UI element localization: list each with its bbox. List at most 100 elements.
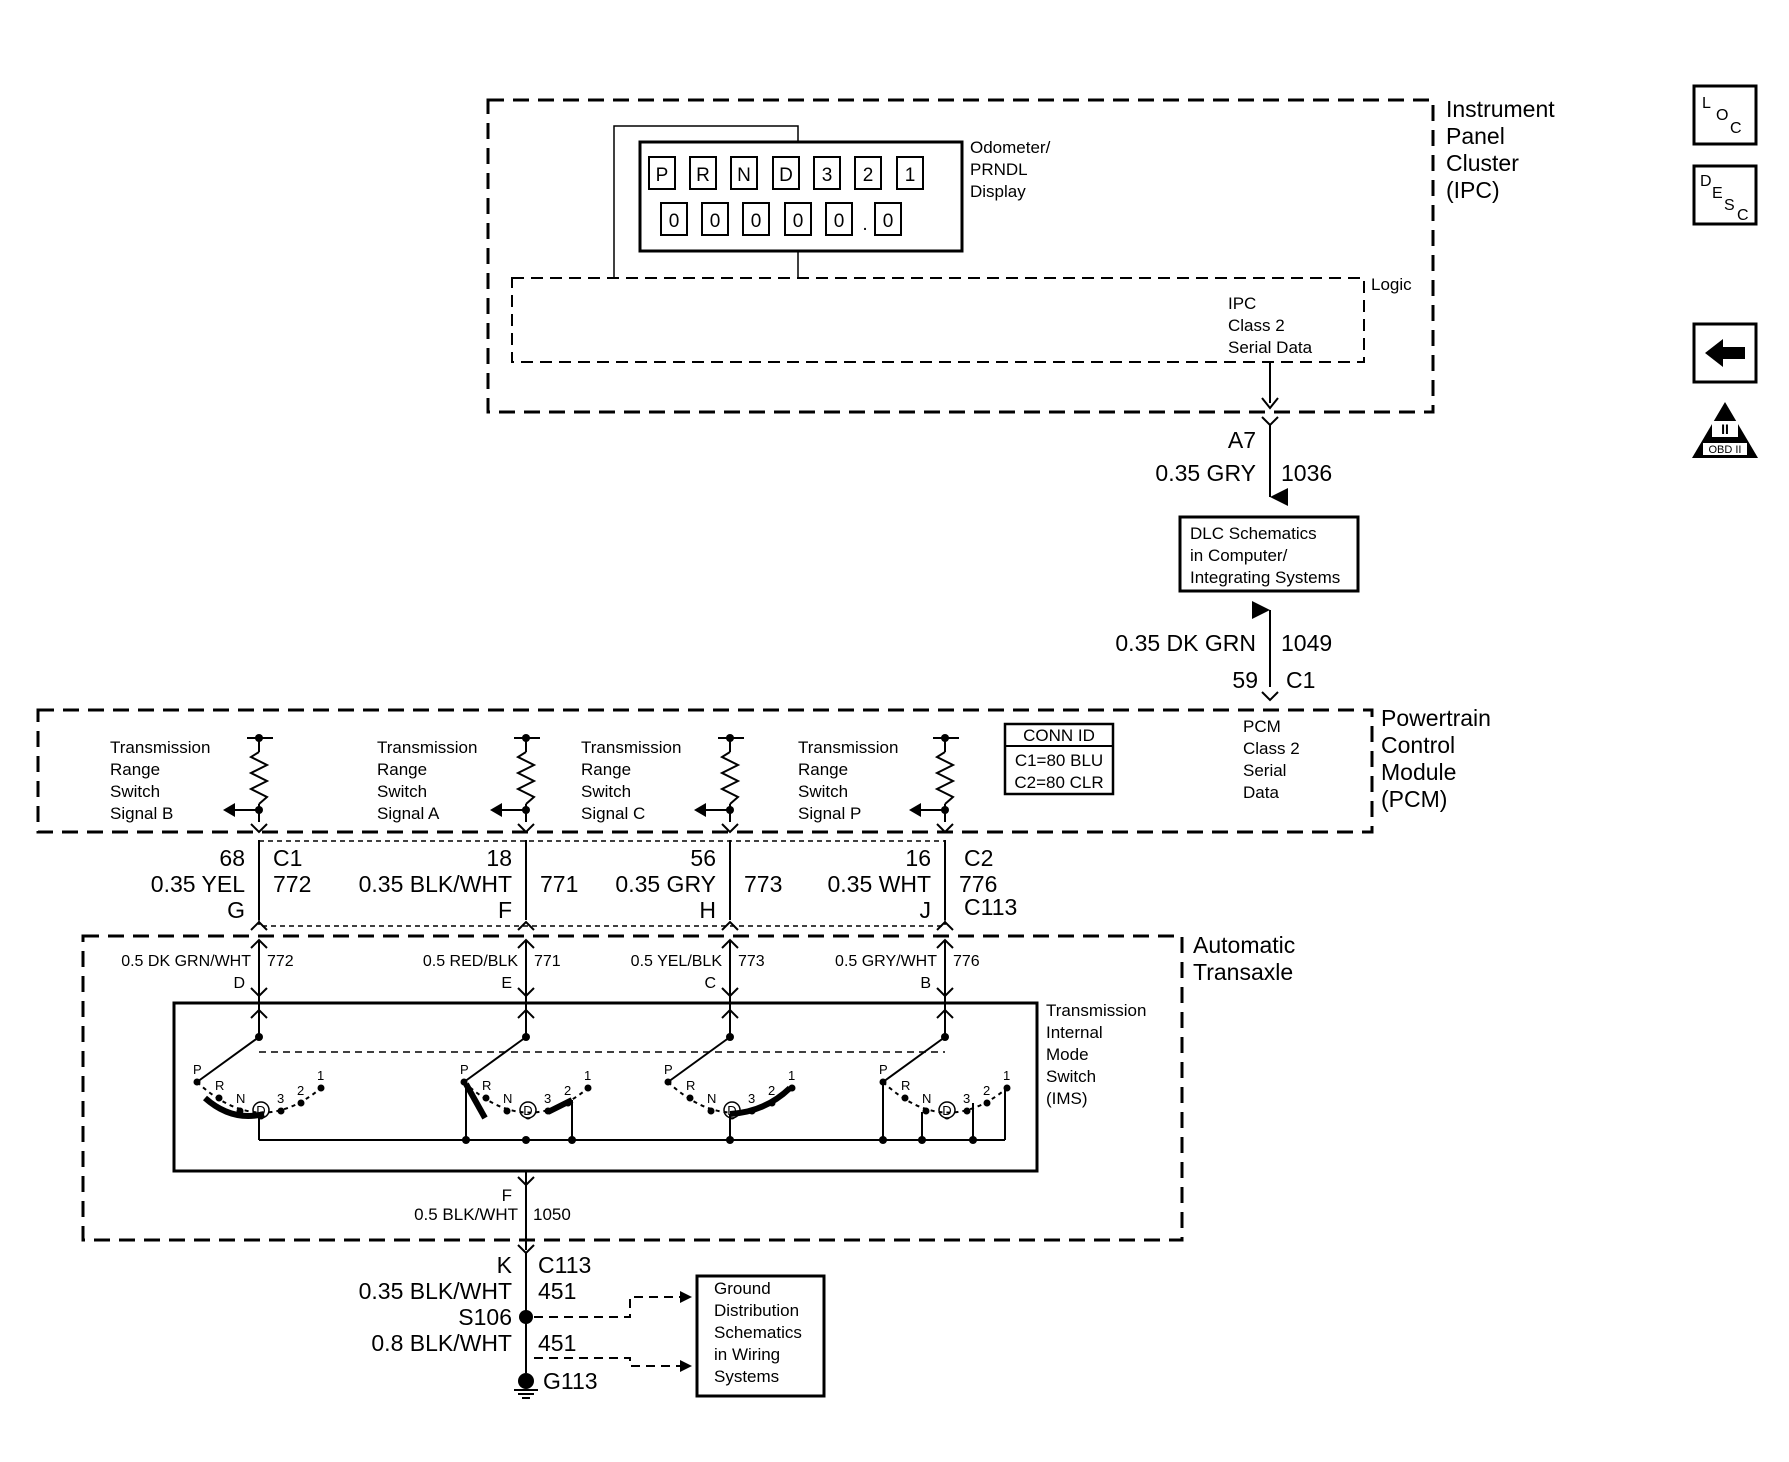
svg-text:Serial Data: Serial Data <box>1228 338 1313 357</box>
ims-ground-circuit: 1050 <box>533 1205 571 1224</box>
svg-text:Range: Range <box>377 760 427 779</box>
pcm-label: Powertrain Control Module (PCM) <box>1381 705 1491 812</box>
svg-text:Display: Display <box>970 182 1026 201</box>
svg-text:Mode: Mode <box>1046 1045 1089 1064</box>
prndl-cell: R <box>689 156 717 190</box>
ground-circuit-1: 451 <box>538 1278 576 1304</box>
svg-text:D: D <box>1700 173 1712 190</box>
svg-text:771: 771 <box>534 953 561 970</box>
prndl-letter: N <box>737 165 751 186</box>
svg-text:Switch: Switch <box>581 782 631 801</box>
svg-text:0.5 GRY/WHT: 0.5 GRY/WHT <box>835 953 937 970</box>
odometer-digit: 0 <box>874 202 902 236</box>
svg-text:C1=80 BLU: C1=80 BLU <box>1015 751 1103 770</box>
svg-text:68: 68 <box>219 845 245 871</box>
svg-text:OBD II: OBD II <box>1708 444 1741 456</box>
odometer-digit: 0 <box>660 202 688 236</box>
dlc-schematics-box[interactable]: DLC Schematics in Computer/ Integrating … <box>1178 515 1360 593</box>
pcm-serial-wire: 0.35 DK GRN 1049 59 C1 <box>1115 601 1332 702</box>
prndl-letter: 3 <box>822 165 833 186</box>
svg-text:1: 1 <box>317 1068 324 1083</box>
svg-text:0.35 YEL: 0.35 YEL <box>151 871 245 897</box>
svg-text:P: P <box>193 1062 202 1077</box>
loc-icon[interactable]: L O C <box>1692 84 1758 146</box>
svg-text:S: S <box>1724 197 1735 214</box>
svg-text:R: R <box>901 1078 910 1093</box>
svg-text:N: N <box>236 1091 245 1106</box>
svg-text:0.5 RED/BLK: 0.5 RED/BLK <box>423 953 518 970</box>
svg-text:18: 18 <box>486 845 512 871</box>
back-arrow-icon[interactable] <box>1692 322 1758 384</box>
svg-text:Signal P: Signal P <box>798 804 861 823</box>
pcm-circuit: 1049 <box>1281 630 1332 656</box>
svg-text:C: C <box>1737 207 1749 224</box>
ground-distribution-box[interactable]: Ground Distribution Schematics in Wiring… <box>695 1274 826 1398</box>
ground-g113: G113 <box>543 1368 598 1394</box>
automatic-transaxle: Automatic Transaxle Transmission Interna… <box>81 932 1295 1250</box>
ipc-pin-a7: A7 <box>1228 427 1256 453</box>
svg-text:Schematics: Schematics <box>714 1323 802 1342</box>
svg-text:in Wiring: in Wiring <box>714 1345 780 1364</box>
ims-ground-wire: 0.5 BLK/WHT <box>414 1205 518 1224</box>
prndl-letter: 2 <box>863 165 874 186</box>
logic-label: Logic <box>1371 275 1412 294</box>
svg-text:(IMS): (IMS) <box>1046 1089 1088 1108</box>
svg-text:16: 16 <box>905 845 931 871</box>
svg-text:773: 773 <box>738 953 765 970</box>
svg-text:2: 2 <box>768 1083 775 1098</box>
odometer-digit: 0 <box>784 202 812 236</box>
svg-text:0: 0 <box>834 211 845 232</box>
svg-text:Transmission: Transmission <box>581 738 681 757</box>
desc-icon[interactable]: D E S C <box>1692 164 1758 226</box>
svg-text:F: F <box>498 897 512 923</box>
svg-text:0: 0 <box>710 211 721 232</box>
svg-text:J: J <box>920 897 932 923</box>
prndl-letter: D <box>779 165 793 186</box>
svg-text:E: E <box>501 975 512 992</box>
svg-text:1: 1 <box>1003 1068 1010 1083</box>
svg-text:N: N <box>707 1091 716 1106</box>
ipc-serial-label: IPC Class 2 Serial Data <box>1228 294 1313 357</box>
prndl-cell: D <box>772 156 800 190</box>
prndl-cell: 2 <box>854 156 882 190</box>
svg-text:L: L <box>1702 95 1711 112</box>
svg-text:Switch: Switch <box>110 782 160 801</box>
svg-text:P: P <box>664 1062 673 1077</box>
ground-wire-2: 0.8 BLK/WHT <box>371 1330 512 1356</box>
svg-text:0.35 BLK/WHT: 0.35 BLK/WHT <box>359 871 512 897</box>
prndl-cell: 1 <box>896 156 924 190</box>
svg-text:Ground: Ground <box>714 1279 771 1298</box>
svg-text:R: R <box>686 1078 695 1093</box>
svg-text:0: 0 <box>883 211 894 232</box>
svg-text:Odometer/: Odometer/ <box>970 138 1051 157</box>
prndl-letter: 1 <box>905 165 916 186</box>
svg-text:C: C <box>1730 120 1742 137</box>
obd-ii-icon[interactable]: II OBD II <box>1692 402 1758 458</box>
svg-text:N: N <box>503 1091 512 1106</box>
svg-text:Signal B: Signal B <box>110 804 173 823</box>
conn-id-box: CONN ID C1=80 BLU C2=80 CLR <box>1003 722 1115 796</box>
svg-text:D: D <box>233 975 245 992</box>
pcm-serial-label: PCM Class 2 Serial Data <box>1243 717 1300 802</box>
svg-text:Signal C: Signal C <box>581 804 645 823</box>
svg-text:0: 0 <box>793 211 804 232</box>
svg-text:Class 2: Class 2 <box>1228 316 1285 335</box>
svg-text:D: D <box>523 1103 532 1118</box>
svg-text:Transmission: Transmission <box>798 738 898 757</box>
prndl-letter: P <box>656 165 669 186</box>
c113-pin-k: K <box>497 1252 513 1278</box>
svg-text:0: 0 <box>751 211 762 232</box>
svg-text:Module: Module <box>1381 759 1456 785</box>
svg-text:Powertrain: Powertrain <box>1381 705 1491 731</box>
svg-text:771: 771 <box>540 871 578 897</box>
svg-text:P: P <box>879 1062 888 1077</box>
ims-ground-pin: F <box>502 1186 512 1205</box>
svg-text:IPC: IPC <box>1228 294 1256 313</box>
ipc-serial-wire: A7 0.35 GRY 1036 <box>1155 362 1332 506</box>
